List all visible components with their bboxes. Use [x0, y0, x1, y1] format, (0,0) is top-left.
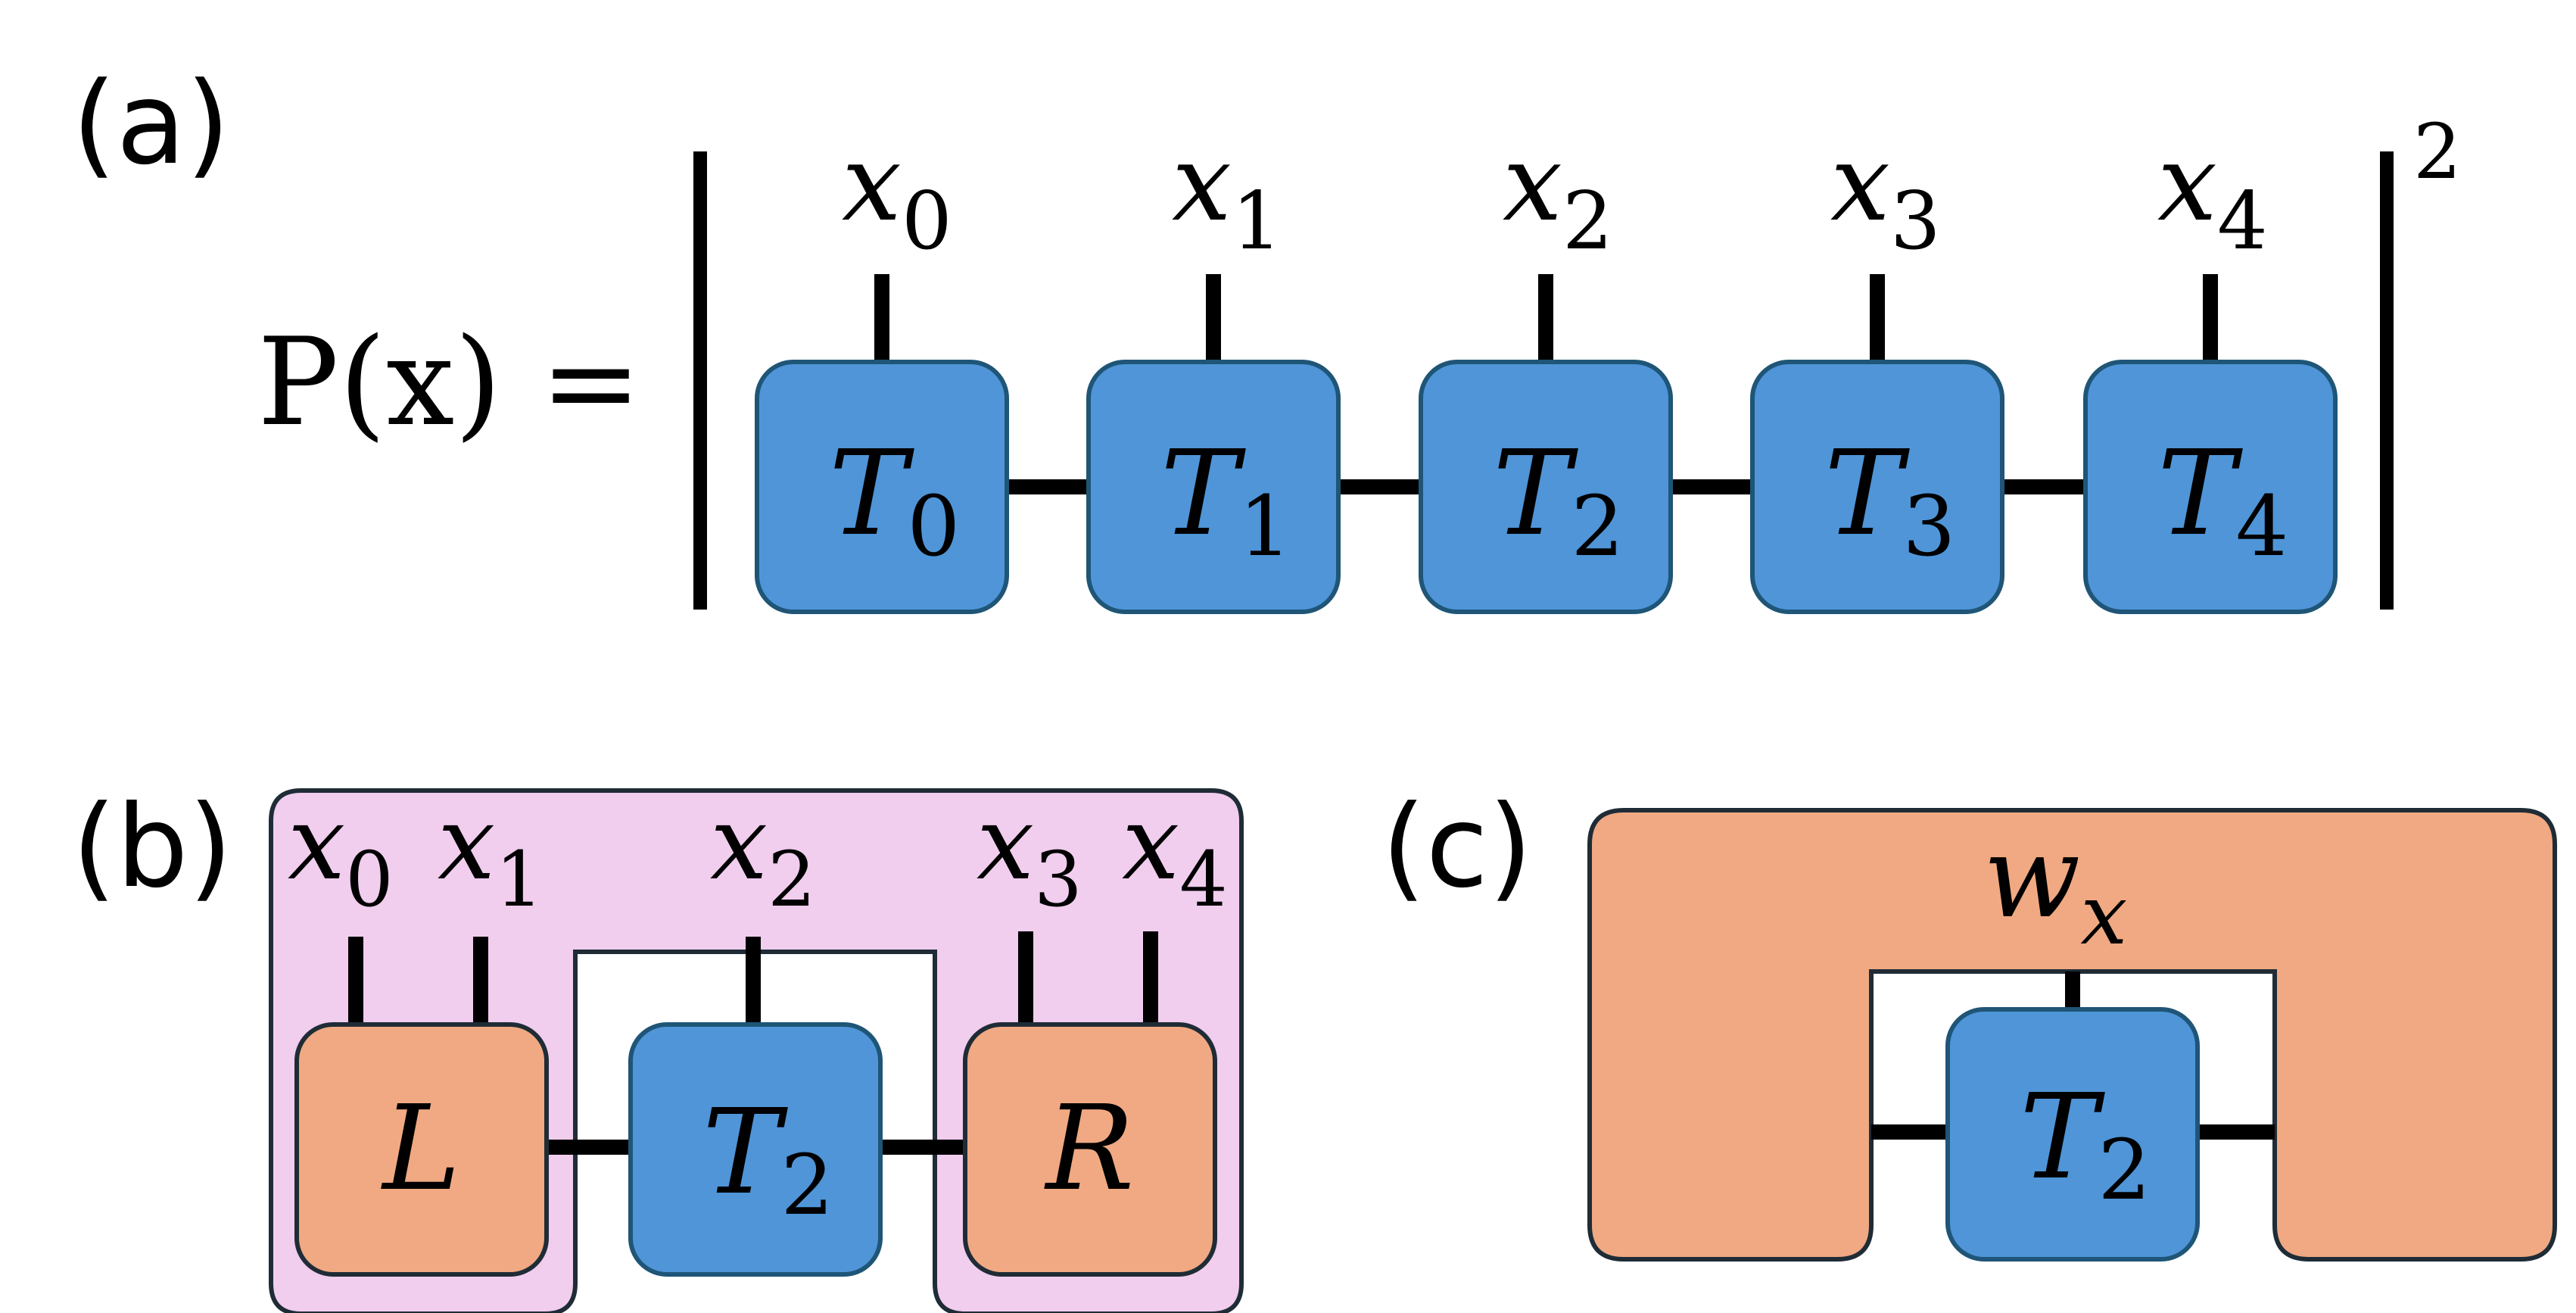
left-env-label: L [381, 1080, 461, 1217]
probability-lhs: P(x) = [257, 311, 642, 453]
index-label-x4: x4 [2157, 122, 2268, 267]
index-label-b-x2: x2 [710, 784, 816, 924]
tensor-label-2: T2 [1493, 425, 1624, 575]
index-label-b-x3: x3 [977, 784, 1082, 924]
left-environment-L [294, 1022, 549, 1277]
index-label-x1: x1 [1172, 122, 1282, 267]
env-label-w-x: wx [1983, 812, 2127, 963]
tensor-label-1: T1 [1160, 425, 1291, 575]
tensor-T3 [1750, 360, 2004, 614]
panel-a-label: (a) [72, 58, 230, 190]
index-label-b-x1: x1 [438, 784, 544, 924]
right-env-label: R [1044, 1080, 1135, 1217]
panel-b-label: (b) [72, 781, 232, 913]
tensor-label-0: T0 [829, 425, 960, 575]
environment-w-x [1587, 808, 2557, 1262]
index-label-x2: x2 [1503, 122, 1613, 267]
panel-a: (a) P(x) = 2 T0 T1 T2 T3 T4 x0 x1 [72, 58, 2462, 614]
center-tensor-c-T2 [1945, 1007, 2200, 1262]
center-tensor-T2 [628, 1022, 883, 1277]
panel-c: (c) T2 wx [1381, 781, 2557, 1262]
tensor-T0 [755, 360, 1009, 614]
index-label-b-x4: x4 [1122, 784, 1228, 924]
index-label-b-x0: x0 [288, 784, 394, 924]
center-tensor-label: T2 [702, 1084, 833, 1233]
tensor-label-3: T3 [1824, 425, 1955, 575]
tensor-label-4: T4 [2157, 425, 2288, 575]
center-tensor-c-label: T2 [2020, 1068, 2151, 1218]
panel-b: (b) L T2 R x0 x1 x2 x3 x4 [72, 781, 1244, 1313]
index-label-x0: x0 [842, 122, 952, 267]
tensor-T4 [2083, 360, 2338, 614]
probability-expression: P(x) = [257, 311, 642, 453]
panel-c-label: (c) [1381, 781, 1533, 913]
index-label-x3: x3 [1830, 122, 1941, 267]
tensor-T1 [1086, 360, 1341, 614]
square-exponent: 2 [2413, 108, 2462, 196]
right-environment-R [963, 1022, 1217, 1277]
tensor-T2 [1419, 360, 1673, 614]
